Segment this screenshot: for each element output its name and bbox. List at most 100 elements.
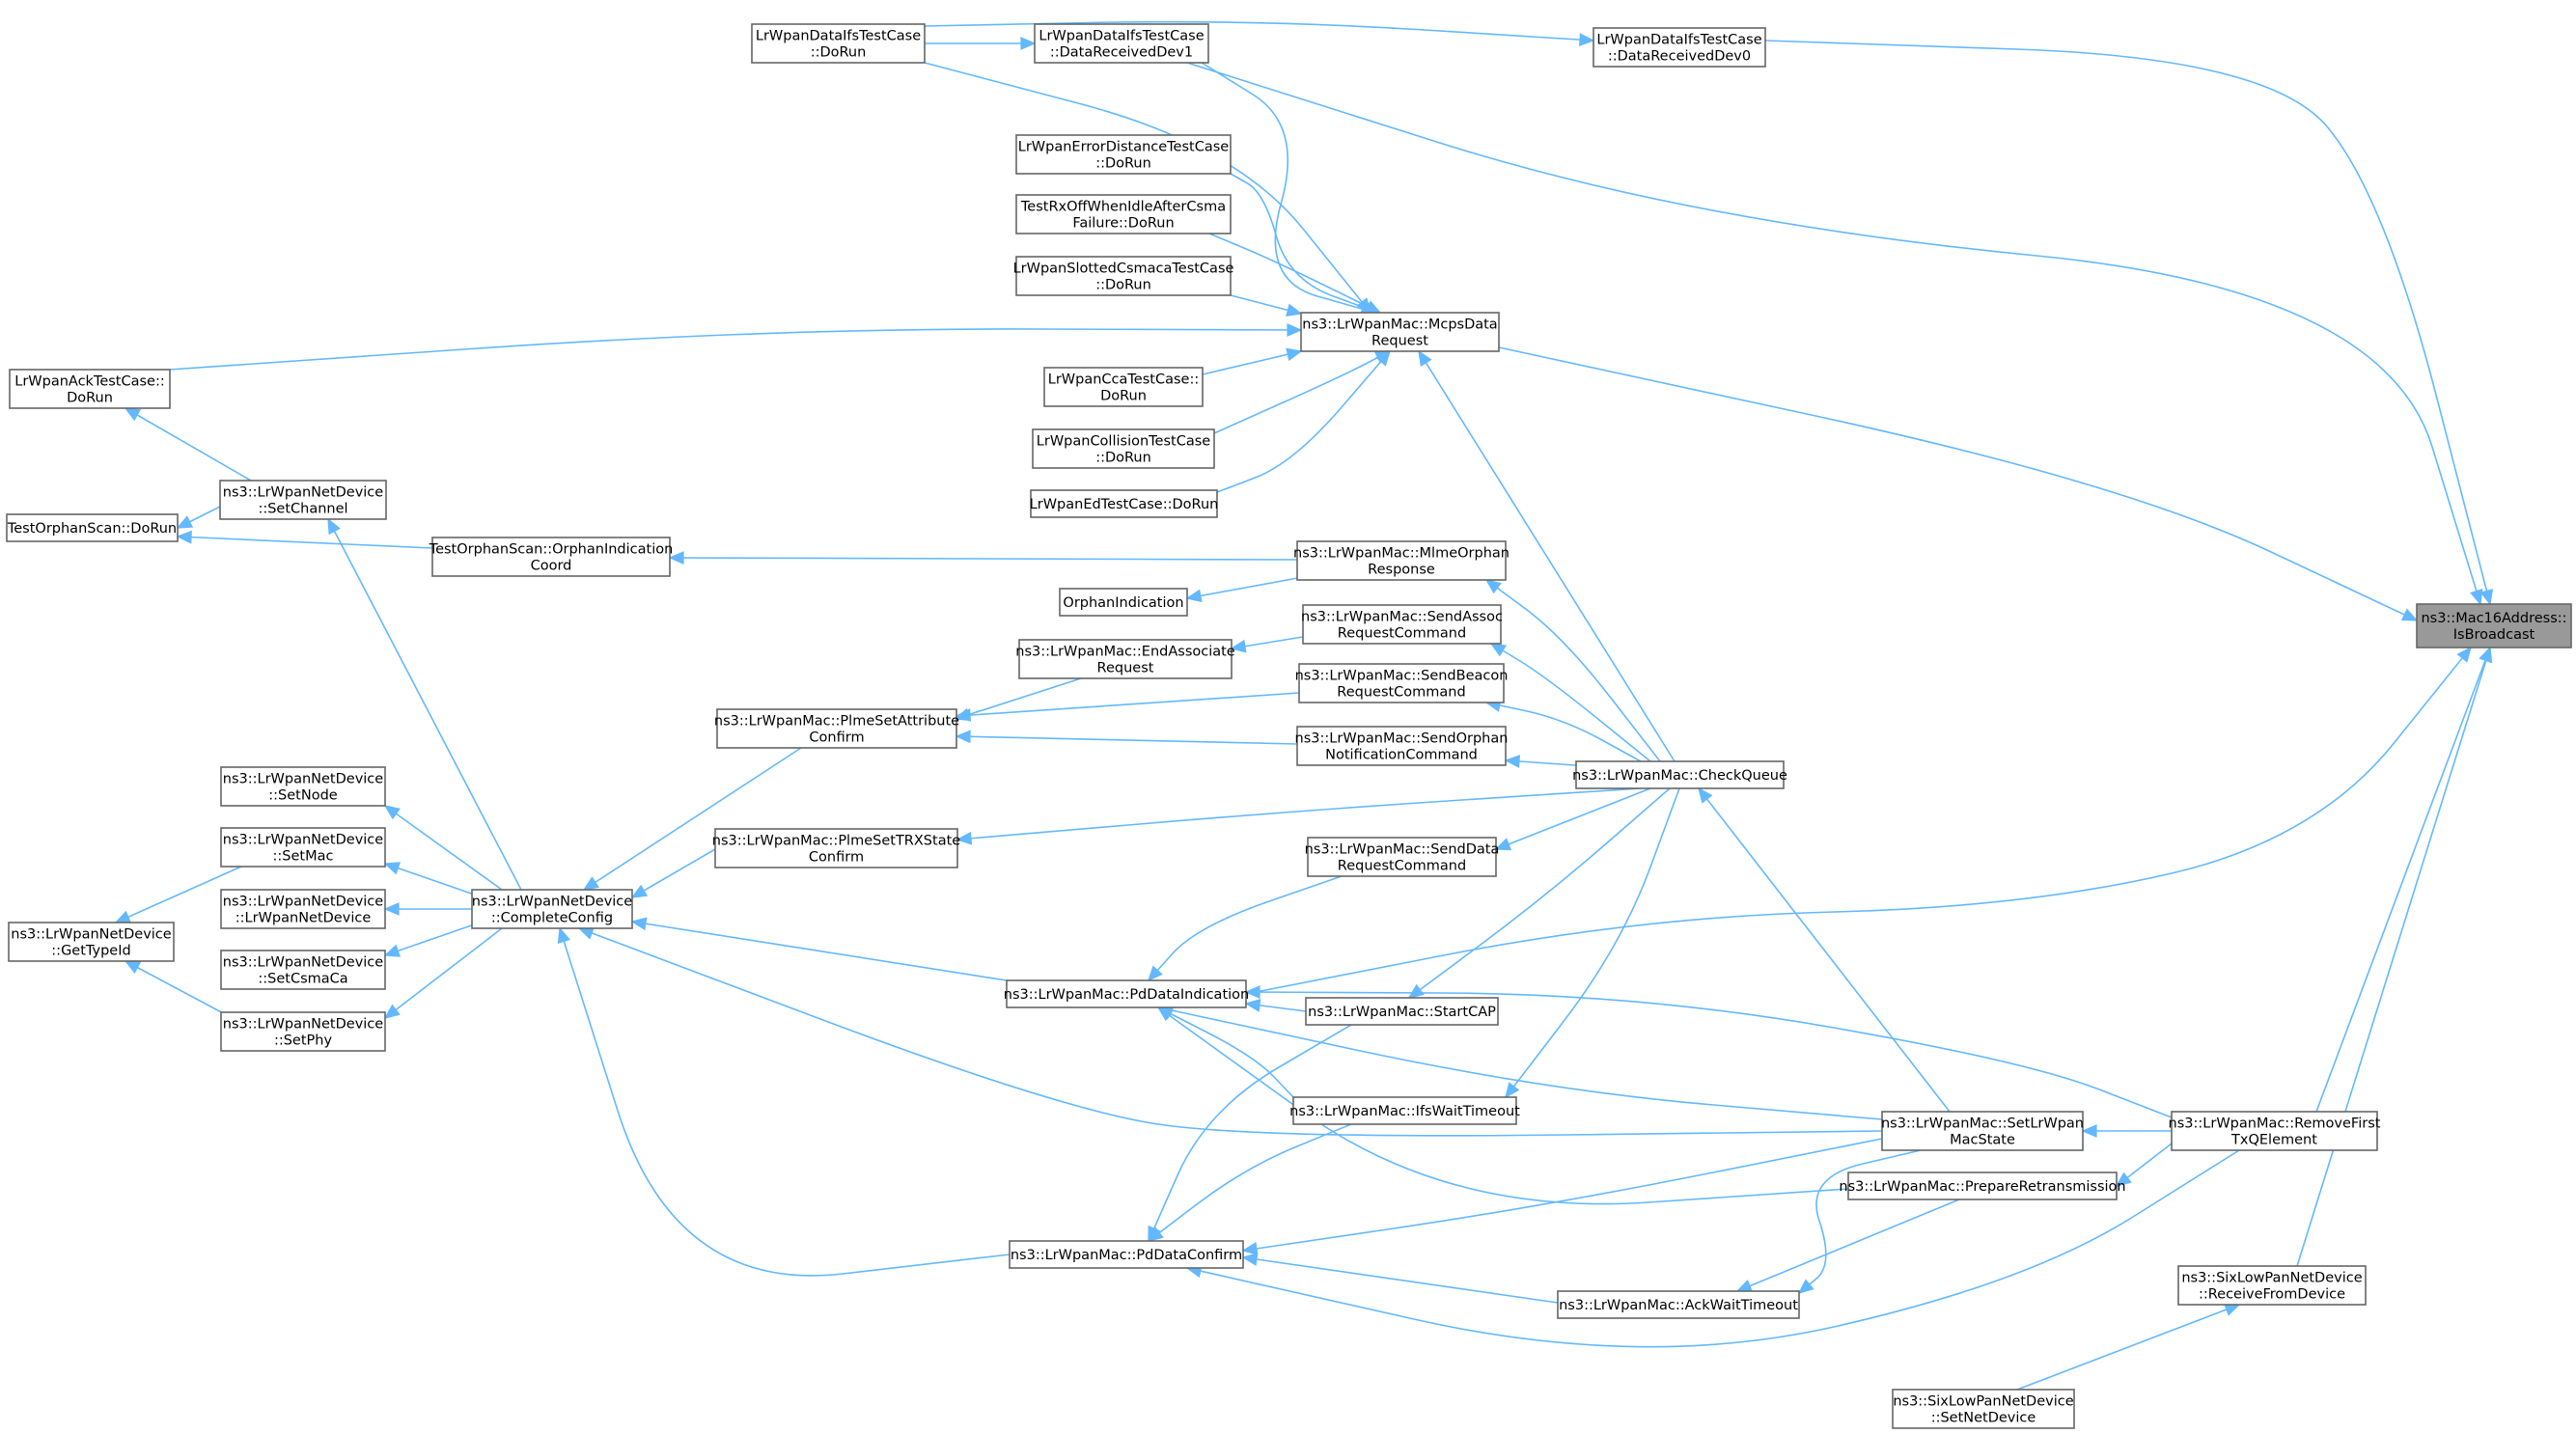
node-label-line: DoRun [1100,389,1147,404]
edge-endAssoc-to-plmeAttr [954,677,1082,722]
node-pdInd[interactable]: ns3::LrWpanMac::PdDataIndication [1004,979,1249,1008]
node-startCap[interactable]: ns3::LrWpanMac::StartCAP [1305,997,1499,1026]
edge-sendAssoc-to-endAssoc [1230,636,1304,653]
edge-line [1736,1199,1960,1292]
edge-line [177,536,433,549]
edge-setChannel-to-ackTC [124,407,252,482]
node-setChannel[interactable]: ns3::LrWpanNetDevice::SetChannel [219,480,387,520]
edge-line [1498,346,2418,621]
arrow-head [1286,347,1303,362]
node-orphanScan[interactable]: TestOrphanScan::DoRun [6,513,179,542]
edge-completeConfig-to-setPhy [383,927,503,1019]
node-label-line: TxQElement [2230,1133,2317,1148]
edge-orphanCoord-to-orphanScan [176,530,433,549]
node-setPhy[interactable]: ns3::LrWpanNetDevice::SetPhy [220,1011,386,1052]
arrow-head [2081,1124,2097,1138]
node-errDist[interactable]: LrWpanErrorDistanceTestCase::DoRun [1015,134,1232,175]
node-setCsma[interactable]: ns3::LrWpanNetDevice::SetCsmaCa [220,950,386,990]
node-dataIfsDev0[interactable]: LrWpanDataIfsTestCase::DataReceivedDev0 [1593,27,1766,68]
node-sixSetNet[interactable]: ns3::SixLowPanNetDevice::SetNetDevice [1892,1389,2075,1429]
node-dataIfsDoRun[interactable]: LrWpanDataIfsTestCase::DoRun [751,23,926,64]
edge-mcps-to-isBroadcast [1498,346,2419,621]
node-label-line: ns3::LrWpanMac::McpsData [1302,317,1497,333]
edge-completeConfig-to-setCsma [383,921,484,957]
edge-plmeAttr-to-completeConfig [582,747,802,891]
node-label-line: ns3::LrWpanNetDevice [223,772,384,787]
node-box [1296,540,1507,581]
node-prepRetrans[interactable]: ns3::LrWpanMac::PrepareRetransmission [1839,1171,2126,1200]
node-collision[interactable]: LrWpanCollisionTestCase::DoRun [1032,428,1215,469]
node-dataIfsDev1[interactable]: LrWpanDataIfsTestCase::DataReceivedDev1 [1034,23,1209,64]
node-box [471,889,633,929]
edge-line [2296,647,2491,1267]
edge-line [631,921,1008,981]
node-box [1881,1111,2084,1151]
node-setMac[interactable]: ns3::LrWpanNetDevice::SetMac [220,827,386,868]
node-ed[interactable]: LrWpanEdTestCase::DoRun [1030,489,1219,518]
arrow-head [1185,589,1203,603]
node-label-line: MacState [1950,1133,2015,1148]
node-label-line: ns3::LrWpanNetDevice [223,1017,384,1033]
node-isBroadcast[interactable]: ns3::Mac16Address::IsBroadcast [2416,603,2572,648]
node-label-line: DoRun [67,391,113,406]
edge-setChannel-to-orphanScan [176,506,221,529]
edge-line [1764,40,2491,605]
node-box [1030,489,1218,518]
node-label-line: ::ReceiveFromDevice [2199,1287,2345,1303]
edge-checkQueue-to-sendDataReq [1494,787,1651,851]
edge-line [1213,350,1391,434]
edge-prepRetrans-to-pdInd [1156,1006,1849,1205]
edge-pdInd-to-isBroadcast [1245,646,2472,995]
node-pdConfirm[interactable]: ns3::LrWpanMac::PdDataConfirm [1009,1240,1244,1269]
node-orphanInd[interactable]: OrphanIndication [1059,588,1188,617]
edge-checkQueue-to-mcps [1418,349,1676,762]
node-ifsWait[interactable]: ns3::LrWpanMac::IfsWaitTimeout [1289,1096,1520,1125]
arrow-head [2400,608,2419,621]
edge-line [1490,643,1651,762]
edge-cca-to-mcps [1202,347,1303,375]
node-cca[interactable]: LrWpanCcaTestCase::DoRun [1043,367,1204,407]
node-label-line: ::GetTypeId [51,944,130,959]
node-slotted[interactable]: LrWpanSlottedCsmacaTestCase::DoRun [1013,256,1234,296]
edge-errDist-to-mcps [1230,173,1380,315]
node-ackTC[interactable]: LrWpanAckTestCase::DoRun [9,369,171,409]
node-checkQueue[interactable]: ns3::LrWpanMac::CheckQueue [1572,760,1787,789]
arrow-head [176,515,194,529]
node-box [1300,312,1500,352]
node-label-line: ns3::LrWpanMac::MlmeOrphan [1293,546,1510,562]
edge-line [1186,576,1304,599]
arrow-head [1244,999,1261,1012]
node-label-line: ns3::LrWpanNetDevice [223,833,384,848]
node-ackWait[interactable]: ns3::LrWpanMac::AckWaitTimeout [1557,1290,1800,1319]
node-setNode[interactable]: ns3::LrWpanNetDevice::SetNode [220,766,386,807]
node-sendOrphan[interactable]: ns3::LrWpanMac::SendOrphanNotificationCo… [1295,726,1509,766]
node-sixRecv[interactable]: ns3::SixLowPanNetDevice::ReceiveFromDevi… [2177,1265,2367,1306]
node-box [2171,1111,2378,1151]
edge-line [956,787,1642,841]
node-getTypeId[interactable]: ns3::LrWpanNetDevice::GetTypeId [8,922,175,962]
node-box [1015,194,1232,234]
edge-line [384,927,503,1019]
arrow-head [955,730,971,744]
arrow-head [582,876,600,891]
arrow-head [327,517,341,536]
node-completeConfig[interactable]: ns3::LrWpanNetDevice::CompleteConfig [471,889,633,929]
arrow-head [2223,1303,2241,1316]
arrow-head [2479,646,2493,663]
node-box [1557,1290,1800,1319]
arrow-head [383,1004,401,1019]
node-ctor[interactable]: ns3::LrWpanNetDevice::LrWpanNetDevice [220,889,386,929]
node-box [1006,979,1247,1008]
